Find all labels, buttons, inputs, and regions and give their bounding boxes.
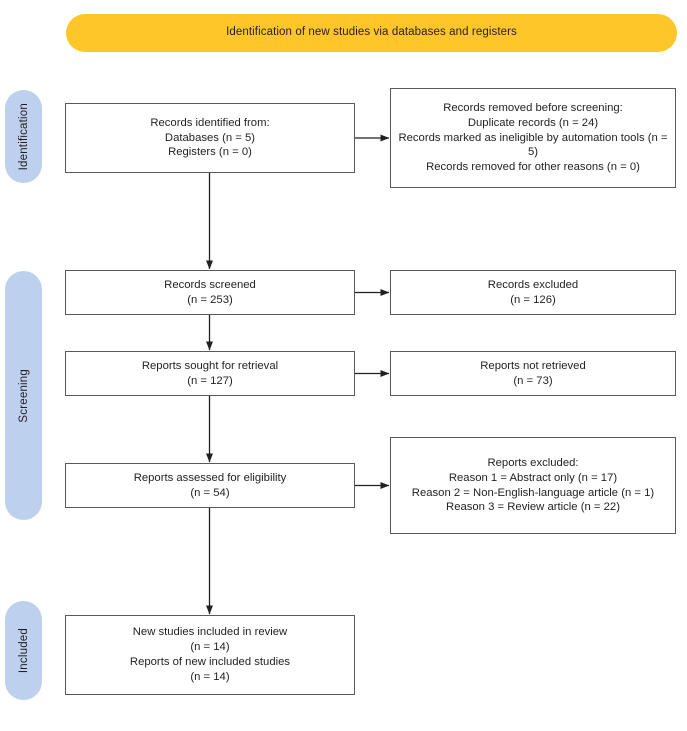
box-records-screened: Records screened (n = 253) [65, 270, 355, 315]
stage-label-screening: Screening [17, 368, 30, 423]
stage-label-identification: Identification [17, 102, 30, 171]
box-records-removed-text: Records removed before screening: Duplic… [398, 101, 668, 174]
stage-pill-screening: Screening [5, 271, 42, 520]
box-reports-assessed-text: Reports assessed for eligibility (n = 54… [133, 471, 287, 499]
box-reports-assessed: Reports assessed for eligibility (n = 54… [65, 463, 355, 508]
stage-pill-identification: Identification [5, 90, 42, 183]
stage-pill-included: Included [5, 601, 42, 700]
box-records-excluded: Records excluded (n = 126) [390, 270, 676, 315]
box-new-studies-included: New studies included in review (n = 14) … [65, 615, 355, 695]
box-records-identified-text: Records identified from: Databases (n = … [150, 116, 270, 159]
diagram-title: Identification of new studies via databa… [226, 26, 517, 39]
box-records-excluded-text: Records excluded (n = 126) [487, 278, 579, 306]
box-reports-sought-text: Reports sought for retrieval (n = 127) [141, 359, 279, 387]
box-reports-not-retrieved: Reports not retrieved (n = 73) [390, 351, 676, 396]
box-new-studies-included-text: New studies included in review (n = 14) … [129, 626, 291, 683]
box-reports-excluded-text: Reports excluded: Reason 1 = Abstract on… [411, 456, 655, 514]
stage-label-included: Included [17, 627, 30, 674]
box-records-removed: Records removed before screening: Duplic… [390, 88, 676, 188]
box-records-screened-text: Records screened (n = 253) [164, 278, 256, 306]
diagram-header-banner: Identification of new studies via databa… [66, 14, 677, 52]
box-reports-not-retrieved-text: Reports not retrieved (n = 73) [480, 359, 586, 387]
box-reports-excluded: Reports excluded: Reason 1 = Abstract on… [390, 437, 676, 534]
box-reports-sought: Reports sought for retrieval (n = 127) [65, 351, 355, 396]
box-records-identified: Records identified from: Databases (n = … [65, 103, 355, 173]
